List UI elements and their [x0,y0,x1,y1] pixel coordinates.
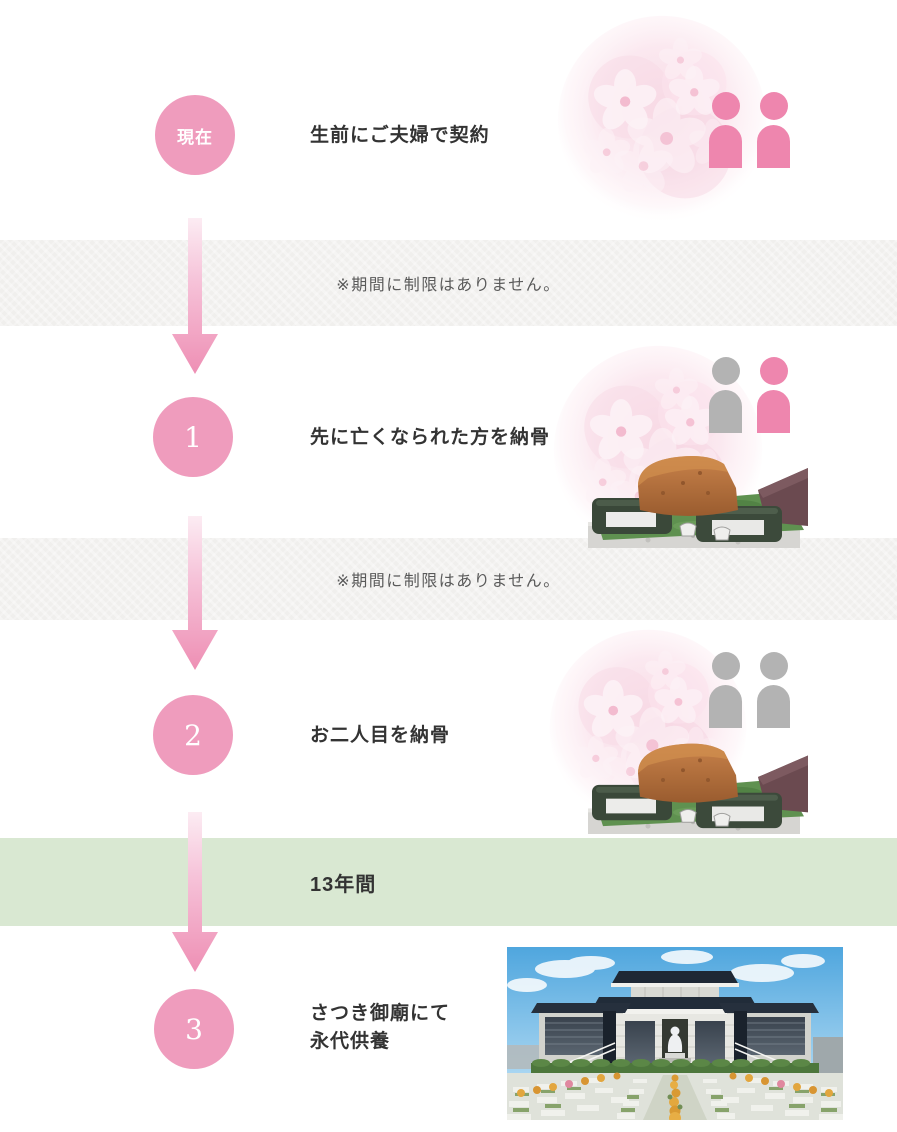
couple-icons [709,357,790,433]
step-badge-label: 1 [184,420,202,454]
period-band: 13年間 [0,838,897,926]
step-badge-label: 現在 [177,127,213,147]
couple-icons [709,652,790,728]
step-badge-1: 1 [153,397,233,477]
down-arrow-icon [172,812,218,972]
step-label-now: 生前にご夫婦で契約 [310,125,490,146]
step-badge-2: 2 [153,695,233,775]
person-silhouette-icon [757,92,790,168]
step-badge-label: 2 [184,718,202,752]
step-badge-label: 3 [185,1012,203,1046]
step-badge-3: 3 [154,989,234,1069]
couple-icons [709,92,790,168]
down-arrow-icon [172,218,218,374]
note-text: ※期間に制限はありません。 [336,277,561,294]
person-silhouette-icon [709,357,742,433]
person-silhouette-icon [757,652,790,728]
note-band-1: ※期間に制限はありません。 [0,240,897,326]
couple-grave-render-image [588,455,808,548]
step-label-3-line2: 永代供養 [310,1031,391,1052]
note-text: ※期間に制限はありません。 [336,573,561,590]
person-silhouette-icon [709,652,742,728]
step-label-2: お二人目を納骨 [310,725,451,746]
person-silhouette-icon [757,357,790,433]
down-arrow-icon [172,516,218,670]
note-band-2: ※期間に制限はありません。 [0,538,897,620]
couple-grave-render-image [588,743,808,834]
step-badge-now: 現在 [155,95,235,175]
period-text: 13年間 [310,873,377,896]
satsuki-mausoleum-photo [507,947,843,1120]
step-label-1: 先に亡くなられた方を納骨 [310,427,551,448]
person-silhouette-icon [709,92,742,168]
step-label-3: さつき御廟にて 永代供養 [310,1000,450,1056]
step-label-3-line1: さつき御廟にて [310,1003,451,1024]
